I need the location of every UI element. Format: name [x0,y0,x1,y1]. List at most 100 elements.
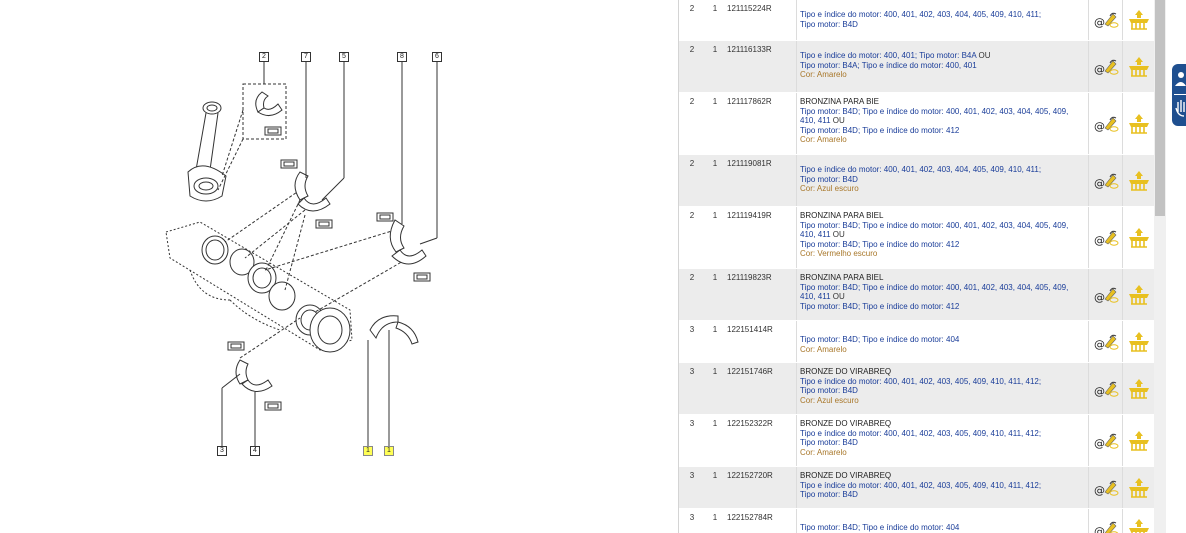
part-number[interactable]: 121115224R [725,0,797,40]
applicability-line: Tipo e índice do motor: 400, 401, 402, 4… [800,377,1088,387]
part-number[interactable]: 122151414R [725,321,797,362]
part-info-button[interactable]: @ [1089,155,1123,206]
part-info-button[interactable]: @ [1089,415,1123,466]
callout-2[interactable]: 2 [259,52,269,62]
part-info-button[interactable]: @ [1089,0,1123,40]
callout-5[interactable]: 5 [339,52,349,62]
side-panel-tab[interactable] [1172,64,1186,126]
callout-6[interactable]: 6 [432,52,442,62]
part-info-button[interactable]: @ [1089,509,1123,533]
part-quantity: 1 [712,211,718,220]
part-number[interactable]: 122152720R [725,467,797,508]
exploded-parts-diagram: 2 7 5 8 6 3 4 1 1 [165,52,442,456]
part-number[interactable]: 121117862R [725,93,797,154]
add-to-cart-button[interactable] [1123,321,1154,362]
part-info-button[interactable]: @ [1089,41,1123,92]
add-to-cart-button[interactable] [1123,93,1154,154]
connecting-rod [187,101,227,202]
parts-list-scrollbar[interactable] [1154,0,1166,533]
add-to-cart-button[interactable] [1123,269,1154,320]
applicability-line: Tipo motor: B4D [800,386,1088,396]
add-to-cart-button[interactable] [1123,509,1154,533]
part-info-button[interactable]: @ [1089,207,1123,268]
callout-8[interactable]: 8 [397,52,407,62]
part-info-button[interactable]: @ [1089,93,1123,154]
svg-text:@: @ [1094,525,1105,533]
crankshaft [165,221,353,353]
part-ref-number: 2 [689,4,695,13]
part-quantity: 1 [712,45,718,54]
part-number[interactable]: 122152322R [725,415,797,466]
part-number[interactable]: 121119823R [725,269,797,320]
part-info-button[interactable]: @ [1089,321,1123,362]
part-number[interactable]: 121119081R [725,155,797,206]
applicability-text: Tipo motor: B4D [800,438,858,448]
part-number[interactable]: 122151746R [725,363,797,414]
add-to-cart-button[interactable] [1123,363,1154,414]
applicability-line: Tipo motor: B4D; Tipo e índice do motor:… [800,107,1088,117]
bearing-shell-7 [294,171,309,201]
applicability-line: Tipo e índice do motor: 400, 401, 402, 4… [800,10,1088,20]
part-ref-number: 2 [689,45,695,54]
applicability-text: 410, 411 [800,292,833,302]
part-quantity: 1 [712,273,718,282]
part-info-button[interactable]: @ [1089,467,1123,508]
part-quantity: 1 [712,419,718,428]
construction-lines [224,189,406,359]
callout-1-highlighted-second[interactable]: 1 [384,446,394,456]
applicability-text: Tipo motor: B4D; Tipo e índice do motor:… [800,220,1069,230]
part-number[interactable]: 122152784R [725,509,797,533]
callout-3[interactable]: 3 [217,446,227,456]
scrollbar-thumb[interactable] [1155,0,1165,216]
add-to-cart-button[interactable] [1123,467,1154,508]
part-color: Cor: Azul escuro [800,184,859,194]
callout-7[interactable]: 7 [301,52,311,62]
applicability-text: Tipo motor: B4D; Tipo e índice do motor:… [800,335,960,344]
callout-1-highlighted[interactable]: 1 [363,446,373,456]
add-to-cart-icon [1129,227,1149,248]
applicability-text: Tipo e índice do motor: 400, 401, 402, 4… [800,376,1042,386]
add-to-cart-button[interactable] [1123,0,1154,40]
add-to-cart-button[interactable] [1123,415,1154,466]
svg-text:@: @ [1094,16,1105,29]
applicability-line: Tipo motor: B4D; Tipo e índice do motor:… [800,283,1088,293]
applicability-text: Tipo motor: B4D; Tipo e índice do motor:… [800,282,1069,292]
title-spacer [800,513,1088,523]
part-number[interactable]: 121119419R [725,207,797,268]
part-ref-number: 2 [689,97,695,106]
part-description: Tipo motor: B4D; Tipo e índice do motor:… [797,509,1089,533]
callout-4[interactable]: 4 [250,446,260,456]
applicability-line: 410, 411 OU [800,292,1088,302]
part-quantity: 1 [712,325,718,334]
applicability-line: Tipo motor: B4D [800,175,1088,185]
add-to-cart-icon [1129,331,1149,352]
part-number[interactable]: 121116133R [725,41,797,92]
applicability-text: Tipo e índice do motor: 400, 401, 402, 4… [800,165,1042,174]
add-to-cart-button[interactable] [1123,155,1154,206]
add-to-cart-icon [1129,284,1149,305]
part-info-button[interactable]: @ [1089,363,1123,414]
add-to-cart-button[interactable] [1123,207,1154,268]
part-info-button[interactable]: @ [1089,269,1123,320]
add-to-cart-icon [1129,170,1149,191]
applicability-line: Tipo motor: B4D; Tipo e índice do motor:… [800,302,1088,312]
add-to-cart-button[interactable] [1123,41,1154,92]
part-quantity: 1 [712,159,718,168]
applicability-text: Tipo e índice do motor: 400, 401, 402, 4… [800,480,1042,490]
reference-markers [227,126,431,411]
